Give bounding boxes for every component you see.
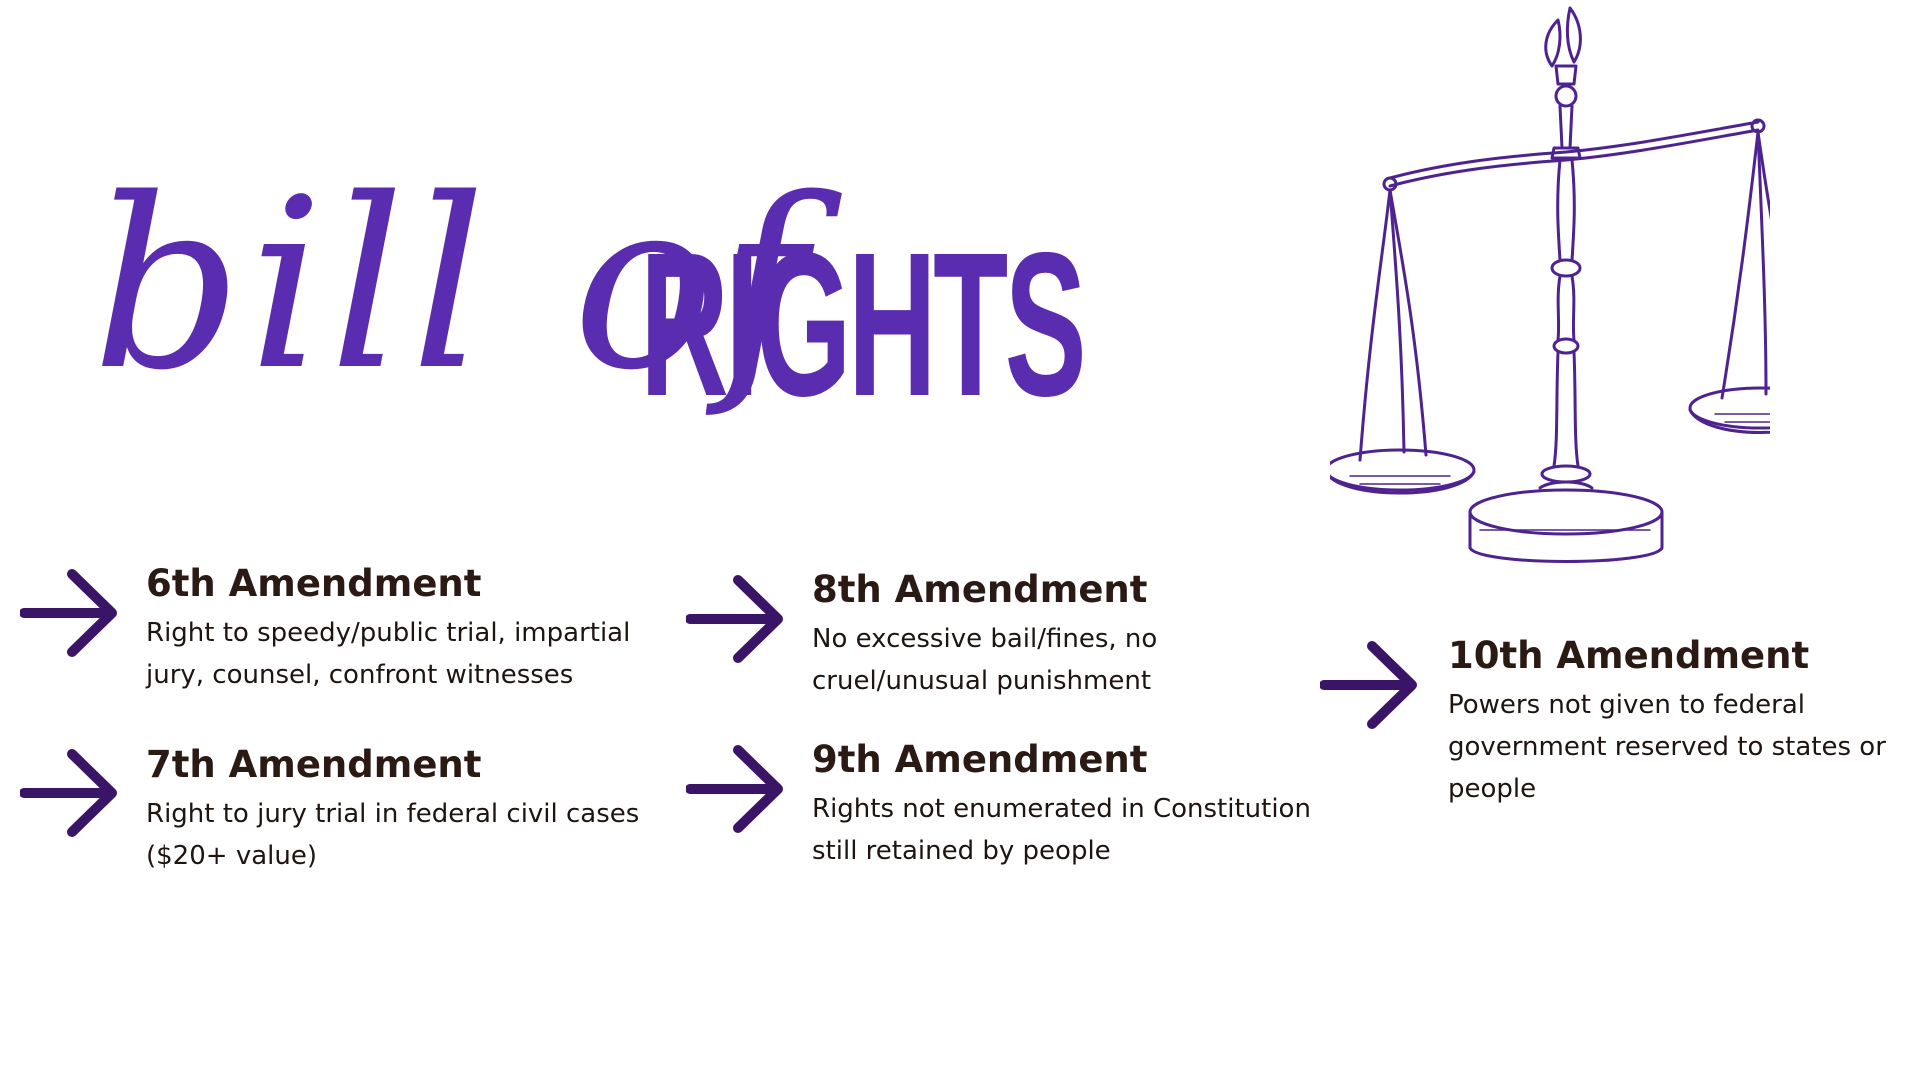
scales-of-justice-icon [1330,6,1770,563]
arrow-right-icon [686,575,783,663]
arrow-right-icon [20,749,117,837]
arrow-right-icon [20,569,117,657]
arrow-right-icon [686,745,783,833]
amendment-heading: 8th Amendment [812,568,1148,611]
amendment-description: No excessive bail/fines, no cruel/unusua… [812,624,1158,696]
amendment-heading: 9th Amendment [812,738,1148,781]
amendment-description: Powers not given to federal government r… [1448,690,1886,804]
amendment-heading: 10th Amendment [1448,634,1810,677]
title-script-bill-of: bill of [92,149,814,422]
amendment-description: Right to speedy/public trial, impartial … [146,618,631,690]
amendment-heading: 6th Amendment [146,562,482,605]
title-rights: RIGHTS [640,210,1087,439]
amendment-description: Rights not enumerated in Constitution st… [812,794,1311,866]
arrow-right-icon [1320,641,1417,729]
amendment-description: Right to jury trial in federal civil cas… [146,799,640,871]
amendment-heading: 7th Amendment [146,743,482,786]
